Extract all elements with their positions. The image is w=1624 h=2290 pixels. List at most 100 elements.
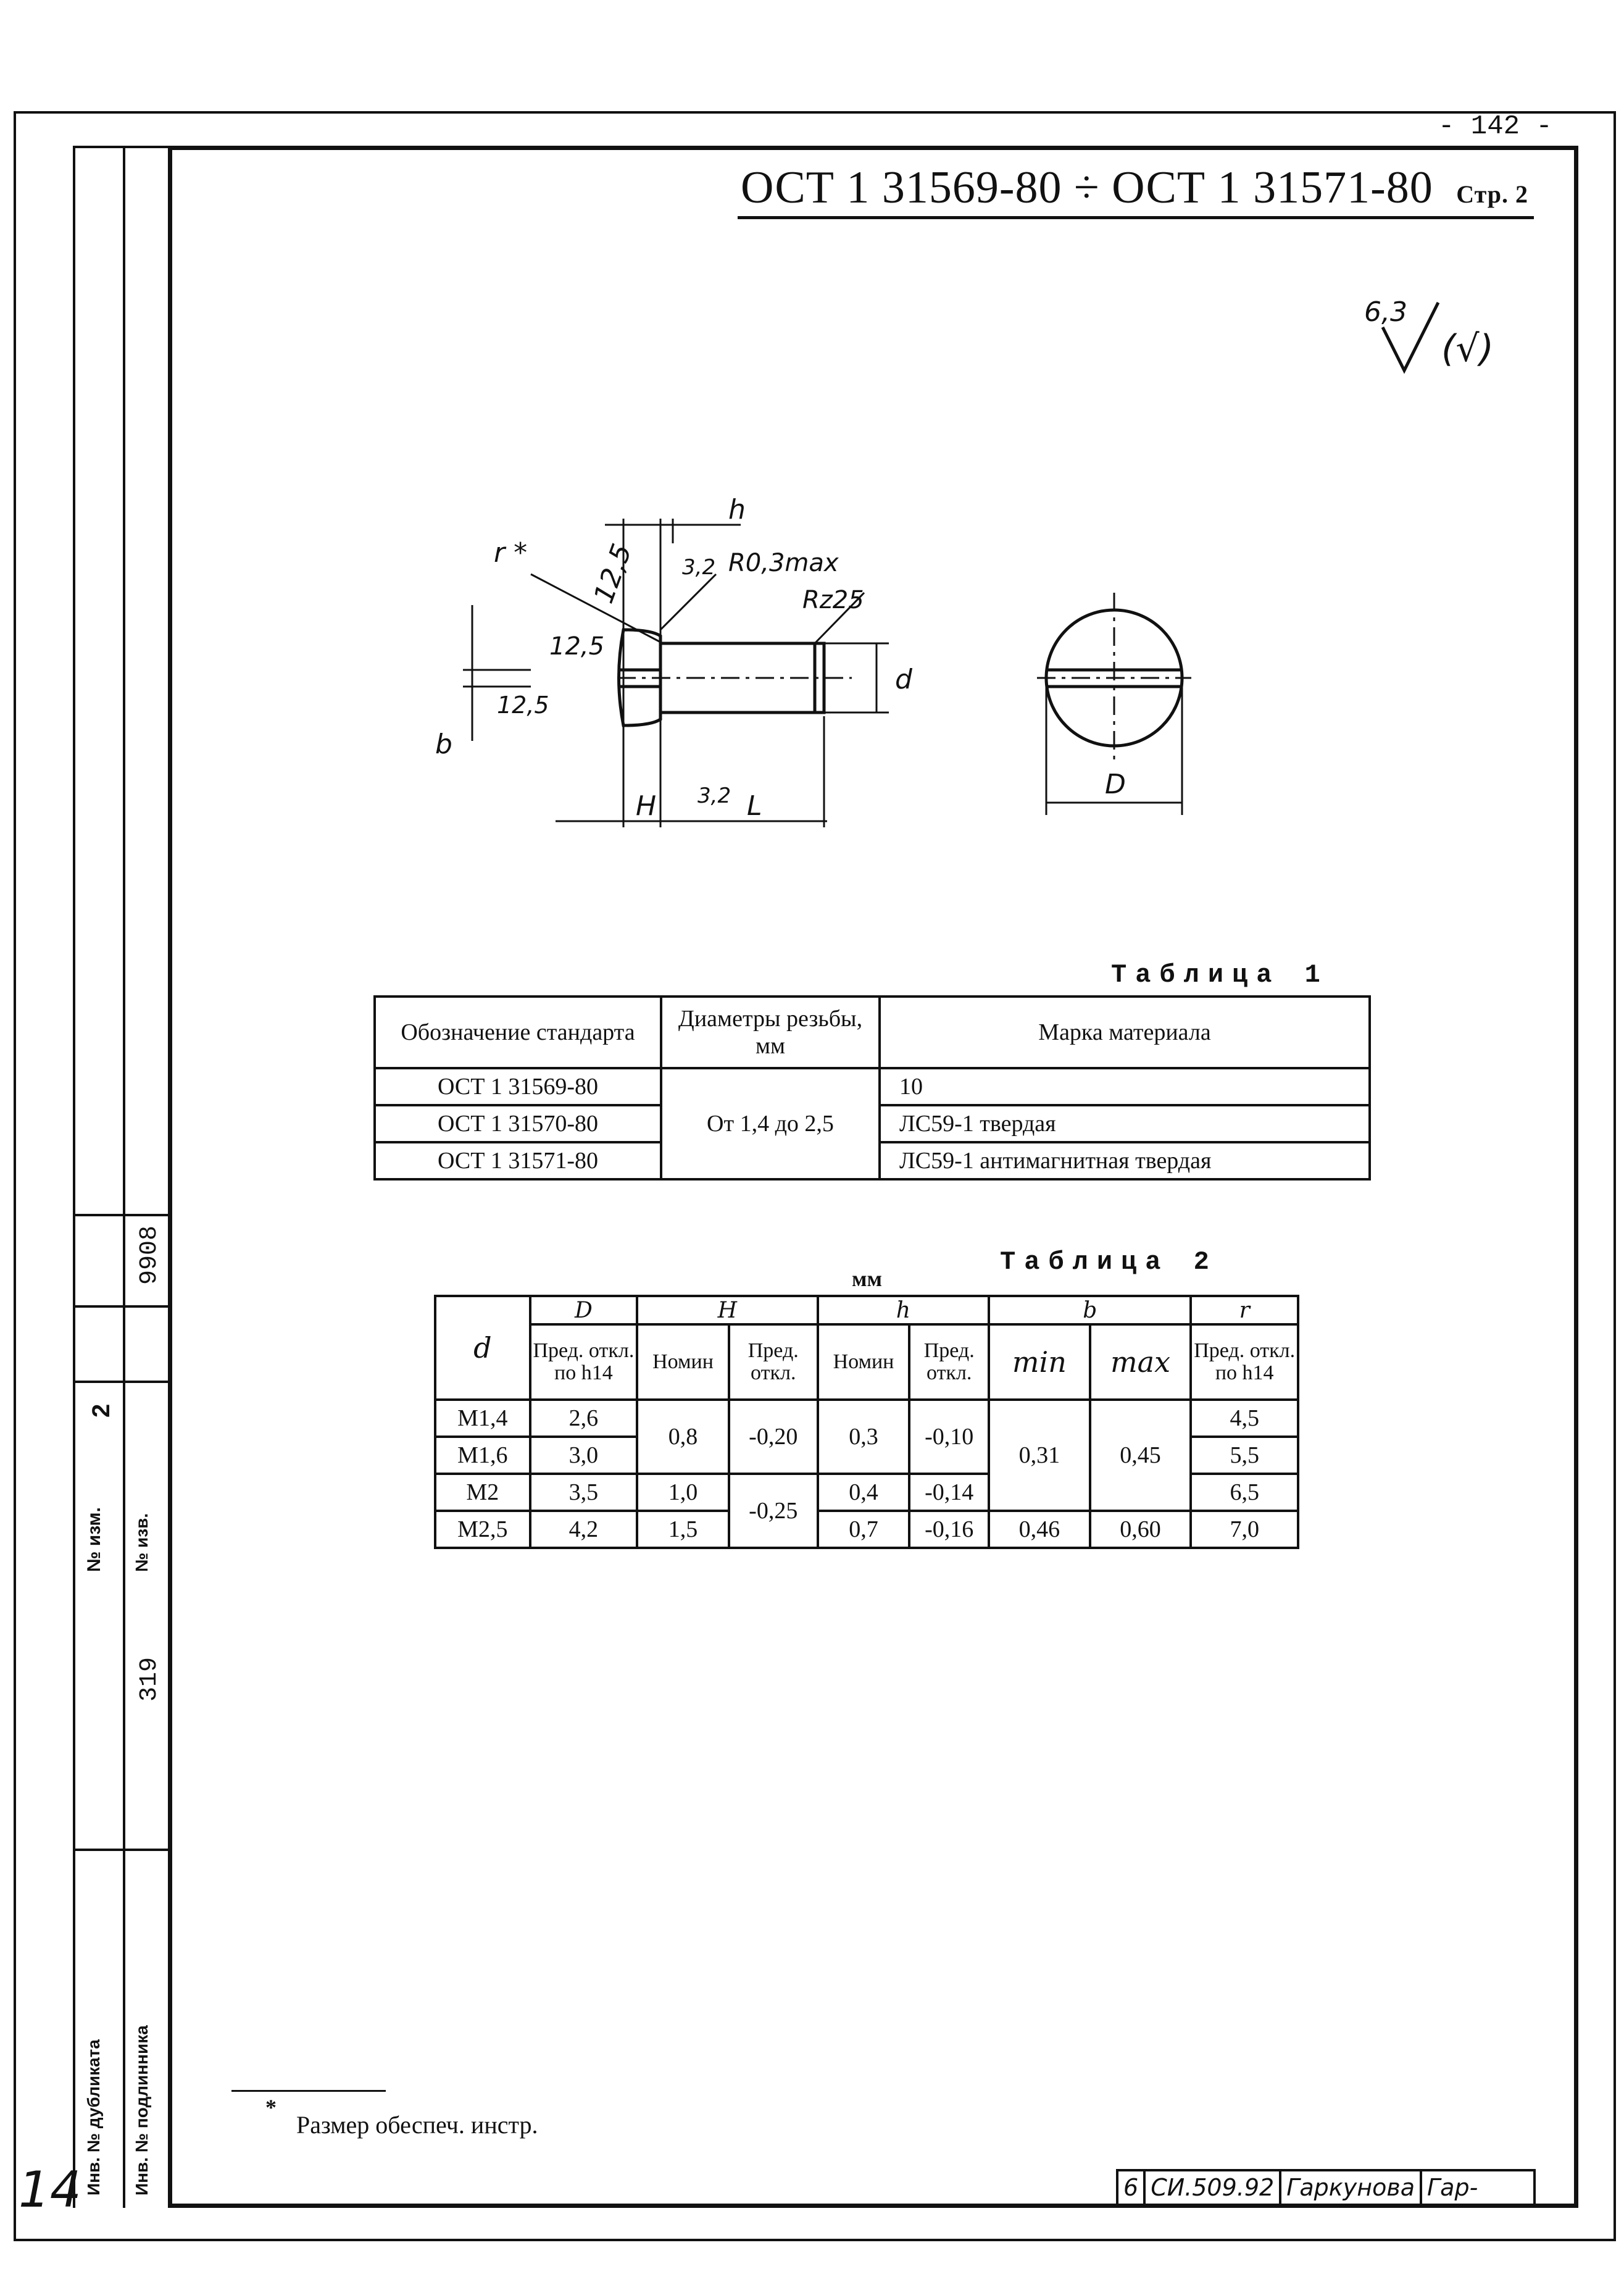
label-notice: № изв. [132,1513,151,1572]
roughness-note: (√) [1441,327,1494,370]
label-b: b [435,729,452,760]
t2-cell-b-max: 0,45 [1088,1398,1193,1512]
table-row: M1,4 2,6 0,8 -0,20 0,3 -0,10 0,31 0,45 4… [434,1398,1299,1512]
t2-header-H: H [636,1295,819,1326]
label-r: r * [494,537,527,569]
margin-note: 14 [19,2161,81,2218]
notice-no: 9908 [136,1225,164,1285]
label-duplicate: Инв. № дубликата [84,2039,103,2196]
page-label: Стр. 2 [1456,180,1528,208]
label-original: Инв. № подлинника [132,2025,151,2196]
t2-cell-H-dev: -0,20 [727,1398,819,1475]
t2-cell-d: M1,4 [434,1398,531,1438]
footnote-divider [231,2090,386,2092]
outer-frame [14,111,1616,2241]
t2-cell-b-max: 0,60 [1088,1510,1193,1549]
table-row: M2,5 4,2 1,5 0,7 -0,16 0,46 0,60 7,0 [434,1510,1299,1549]
table-row: M2 3,5 1,0 -0,25 0,4 -0,14 6,5 [434,1473,1299,1549]
t2-cell-r: 4,5 [1189,1398,1299,1438]
title-underline [738,216,1534,219]
t2-cell-d: M2,5 [434,1510,531,1549]
table-2: d D H h b r Пред. откл. по h14 Номин Пре… [434,1295,1299,1549]
document-frame [168,146,1578,2208]
label-d: d [895,664,913,695]
label-rough-top: 3,2 [682,555,715,580]
t2-cell-H-nom: 1,0 [636,1473,730,1512]
table-row: ОСТ 1 31571-80 ЛС59-1 антимагнитная твер… [373,1141,1371,1181]
roughness-value: 6,3 [1364,296,1407,328]
t2-cell-d: M2 [434,1473,531,1512]
label-rz: Rz25 [802,586,864,614]
t1-header-standard: Обозначение стандарта [373,995,662,1069]
t1-cell-standard: ОСТ 1 31569-80 [373,1067,662,1106]
label-L: L [747,790,762,822]
footnote-text: Размер обеспеч. инстр. [296,2111,538,2139]
t2-header-r-dev: Пред. откл. по h14 [1189,1323,1299,1401]
t2-cell-r: 7,0 [1189,1510,1299,1549]
label-h: h [728,494,746,525]
screw-drawing: r * h 12,5 3,2 R0,3max Rz25 12,5 12,5 b … [435,494,1191,827]
t2-cell-b-min: 0,46 [988,1510,1091,1549]
t2-cell-D: 2,6 [528,1398,639,1438]
t2-header-h-dev: Пред. откл. [908,1323,991,1401]
stamp-cell: 6 [1118,2171,1146,2204]
page-number: - 142 - [1438,111,1552,142]
t2-header-b-min: min [988,1323,1091,1401]
table-row: M1,6 3,0 5,5 [434,1435,1299,1475]
change-no: 2 [88,1403,115,1418]
t2-header-D: D [528,1295,639,1326]
inv-no: 319 [136,1657,164,1702]
t2-header-h-nom: Номин [816,1323,911,1401]
t2-cell-h-nom: 0,3 [816,1398,911,1475]
document-title: ОСТ 1 31569-80 ÷ ОСТ 1 31571-80 Стр. 2 [741,162,1528,214]
t2-cell-h-nom: 0,4 [816,1473,911,1512]
table-row: ОСТ 1 31570-80 ЛС59-1 твердая [373,1104,1371,1143]
t1-cell-material: ЛС59-1 твердая [878,1104,1371,1143]
table-1: Обозначение стандарта Диаметры резьбы, м… [373,995,1371,1181]
label-D: D [1105,769,1126,800]
stamp-cell: СИ.509.92 [1146,2171,1282,2204]
t1-header-diameter: Диаметры резьбы, мм [660,995,881,1069]
t1-cell-standard: ОСТ 1 31571-80 [373,1141,662,1181]
label-radius: R0,3max [728,549,839,577]
label-rough-slot2: 12,5 [497,692,549,719]
t1-cell-material: 10 [878,1067,1371,1106]
footnote-mark: * [265,2095,277,2120]
t2-header-H-dev: Пред. откл. [727,1323,819,1401]
t1-header-material: Марка материала [878,995,1371,1069]
standard-title: ОСТ 1 31569-80 ÷ ОСТ 1 31571-80 [741,162,1433,213]
t2-header-D-dev: Пред. откл. по h14 [528,1323,639,1401]
t2-cell-r: 6,5 [1189,1473,1299,1512]
t2-cell-d: M1,6 [434,1435,531,1475]
table2-caption: Таблица 2 [1000,1247,1218,1277]
label-rough-bottom: 3,2 [697,784,731,808]
stamp-cell: Гар- [1427,2174,1478,2201]
sidebar-stamp: 2 9908 № изм. № изв. 319 Инв. № дубликат… [73,146,170,2208]
bottom-stamp: 6 СИ.509.92 Гаркунова Гар- [1116,2169,1536,2206]
roughness-check-icon [1381,301,1440,374]
table-row: ОСТ 1 31569-80 От 1,4 до 2,5 10 [373,1067,1371,1181]
table1-caption: Таблица 1 [1111,960,1329,990]
t2-header-r: r [1189,1295,1299,1326]
t2-cell-H-nom: 0,8 [636,1398,730,1475]
t2-cell-r: 5,5 [1189,1435,1299,1475]
label-rough-head: 12,5 [588,540,638,608]
label-rough-slot: 12,5 [549,632,604,661]
t2-cell-D: 4,2 [528,1510,639,1549]
table2-unit: мм [852,1266,883,1291]
t2-cell-h-dev: -0,14 [908,1473,991,1512]
t2-cell-h-dev: -0,10 [908,1398,991,1475]
t2-cell-H-dev: -0,25 [727,1473,819,1549]
t2-header-h: h [816,1295,991,1326]
t2-cell-D: 3,0 [528,1435,639,1475]
label-change: № изм. [84,1507,104,1572]
t2-header-d: d [434,1295,531,1401]
t1-cell-standard: ОСТ 1 31570-80 [373,1104,662,1143]
t2-cell-H-nom: 1,5 [636,1510,730,1549]
t1-cell-material: ЛС59-1 антимагнитная твердая [878,1141,1371,1181]
roughness-symbol: 6,3 (√) [1358,290,1518,383]
t2-header-H-nom: Номин [636,1323,730,1401]
stamp-cell: Гаркунова [1281,2171,1422,2204]
t2-header-b-max: max [1088,1323,1193,1401]
t2-header-b: b [988,1295,1193,1326]
